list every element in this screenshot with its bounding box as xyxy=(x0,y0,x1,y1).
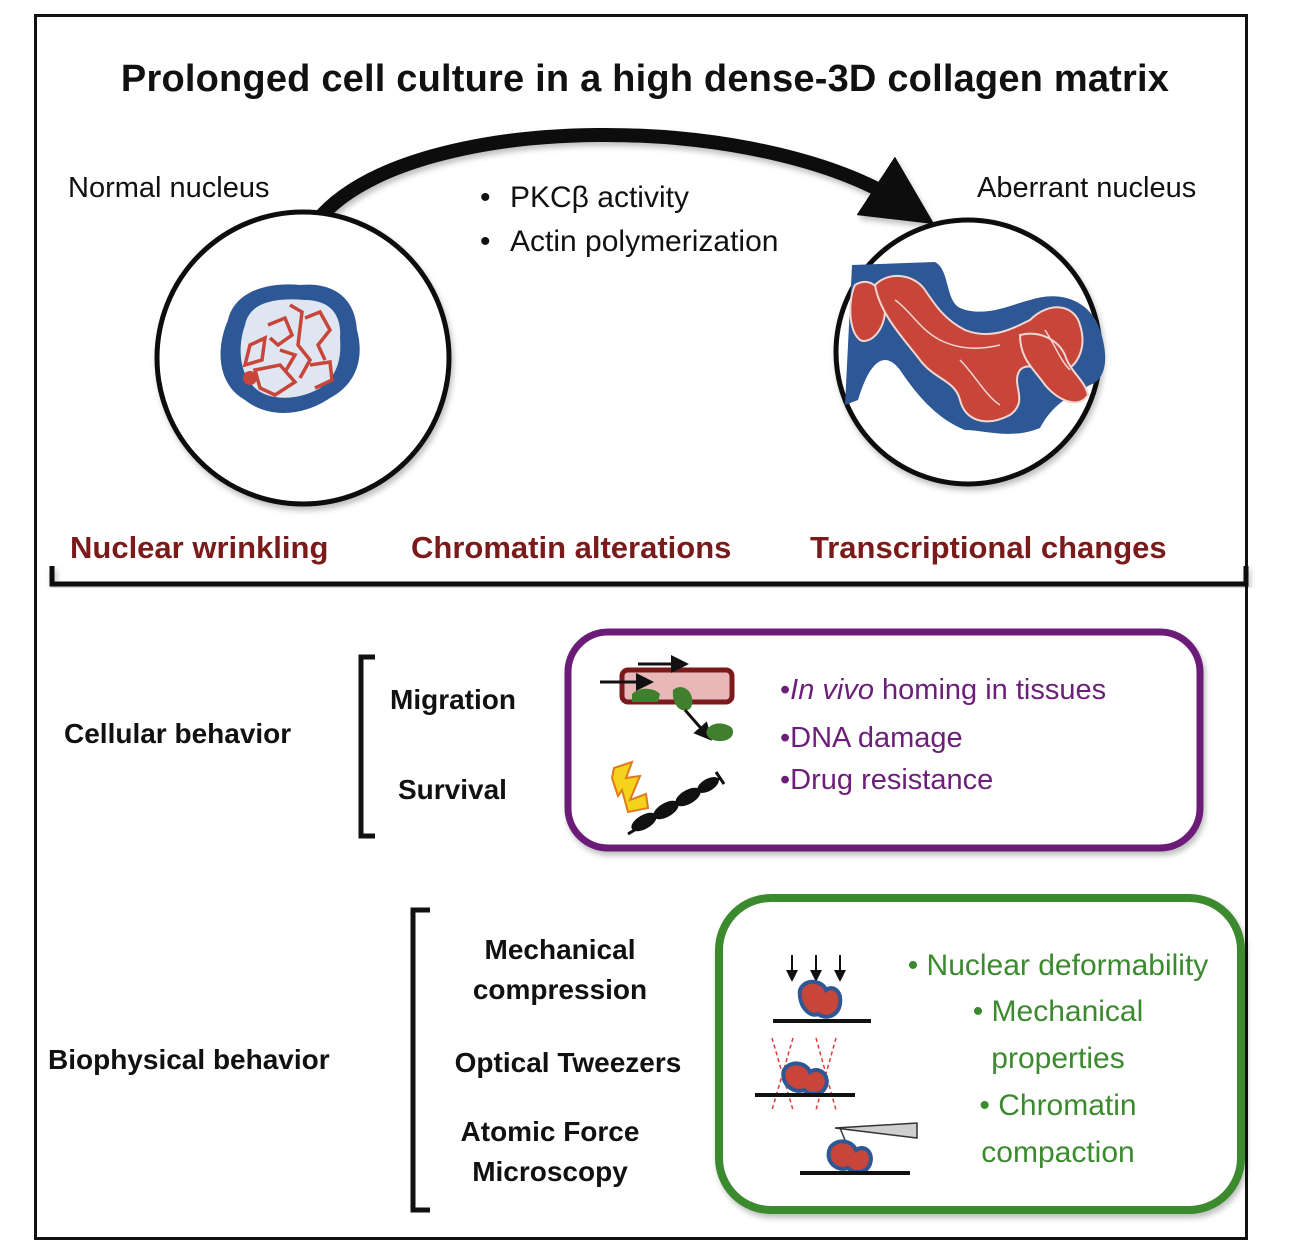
driver-text: Actin polymerization xyxy=(510,225,779,258)
normal-nucleoplasm xyxy=(240,299,341,398)
extravasated-cell xyxy=(706,723,734,742)
biophysical-item-optical-tweezers: Optical Tweezers xyxy=(430,1043,706,1083)
optical-tweezers-icon xyxy=(755,1037,855,1111)
afm-tip xyxy=(839,1127,846,1141)
transition-arrow xyxy=(316,128,935,225)
migrating-cell xyxy=(672,687,693,711)
aberrant-nucleus-cell xyxy=(833,217,1106,487)
dna-helix-icon xyxy=(627,771,726,836)
aberrant-chromatin-texture xyxy=(894,299,1071,406)
extravasation-arrow xyxy=(683,709,712,741)
dna-damage-icon xyxy=(610,760,726,836)
cellular-outcome: •In vivo homing in tissues xyxy=(780,674,1106,707)
bullet: • xyxy=(780,764,791,796)
outcome-line: properties xyxy=(991,1042,1125,1075)
biophysical-bracket xyxy=(410,907,430,1213)
biophysical-outcomes-box xyxy=(715,894,1245,1214)
afm-cantilever xyxy=(834,1122,918,1139)
item-line: compression xyxy=(472,974,648,1005)
biophysical-item-mechanical-compression: Mechanical compression xyxy=(445,930,675,1010)
compressed-nucleus xyxy=(797,979,843,1019)
lightning-bolt-icon xyxy=(610,760,650,814)
driver-item: • Actin polymerization xyxy=(480,220,778,264)
bullet: • xyxy=(780,722,791,754)
trapped-nucleus xyxy=(781,1061,829,1097)
cellular-outcome: •DNA damage xyxy=(780,722,963,755)
outcome-line: • Nuclear deformability xyxy=(907,949,1209,982)
outcome-text: homing in tissues xyxy=(873,674,1107,706)
figure-title: Prolonged cell culture in a high dense-3… xyxy=(120,58,1170,100)
bullet: • xyxy=(780,674,791,706)
biophysical-outcome-deformability: • Nuclear deformability xyxy=(888,942,1228,989)
outcome-line: compaction xyxy=(981,1136,1135,1169)
normal-nucleus-label: Normal nucleus xyxy=(68,172,270,204)
normal-nucleus-cell xyxy=(154,209,452,507)
driver-text: PKCβ activity xyxy=(510,181,689,214)
biophysical-behavior-heading: Biophysical behavior xyxy=(48,1044,330,1075)
afm-icon xyxy=(800,1122,918,1175)
migration-icon xyxy=(600,655,735,742)
consequence-nuclear-wrinkling: Nuclear wrinkling xyxy=(70,530,329,565)
consequences-bracket xyxy=(49,566,1249,587)
outcome-text: Drug resistance xyxy=(790,764,994,796)
outcome-line: • Chromatin xyxy=(979,1089,1137,1122)
bullet: • xyxy=(480,181,491,214)
item-line: Optical Tweezers xyxy=(454,1047,682,1078)
consequence-transcriptional-changes: Transcriptional changes xyxy=(810,530,1167,565)
cellular-behavior-heading: Cellular behavior xyxy=(64,718,292,749)
biophysical-outcome-chromatin-compaction: • Chromatin compaction xyxy=(888,1082,1228,1176)
drivers-list: • PKCβ activity • Actin polymerization xyxy=(480,176,778,264)
normal-chromatin xyxy=(242,303,334,397)
biophysical-outcome-mechanical-properties: • Mechanical properties xyxy=(888,988,1228,1082)
bullet: • xyxy=(480,225,491,258)
compression-icon xyxy=(773,955,871,1023)
outcome-line: • Mechanical xyxy=(972,995,1144,1028)
outcome-italic: In vivo xyxy=(790,674,874,706)
migrating-cell xyxy=(632,688,660,702)
cellular-item-survival: Survival xyxy=(398,774,507,805)
biophysical-item-afm: Atomic Force Microscopy xyxy=(435,1112,665,1192)
cellular-item-migration: Migration xyxy=(390,684,516,715)
cellular-outcome: •Drug resistance xyxy=(780,764,993,797)
outcome-text: DNA damage xyxy=(790,722,963,754)
item-line: Microscopy xyxy=(472,1156,628,1187)
driver-item: • PKCβ activity xyxy=(480,176,778,220)
aberrant-nucleus-label: Aberrant nucleus xyxy=(977,172,1197,204)
item-line: Atomic Force xyxy=(460,1116,640,1147)
cellular-bracket xyxy=(358,654,375,839)
item-line: Mechanical xyxy=(484,934,636,965)
consequence-chromatin-alterations: Chromatin alterations xyxy=(411,530,732,565)
normal-chromatin-dense xyxy=(243,371,257,385)
figure-frame xyxy=(34,14,1248,1240)
probed-nucleus xyxy=(826,1139,873,1175)
